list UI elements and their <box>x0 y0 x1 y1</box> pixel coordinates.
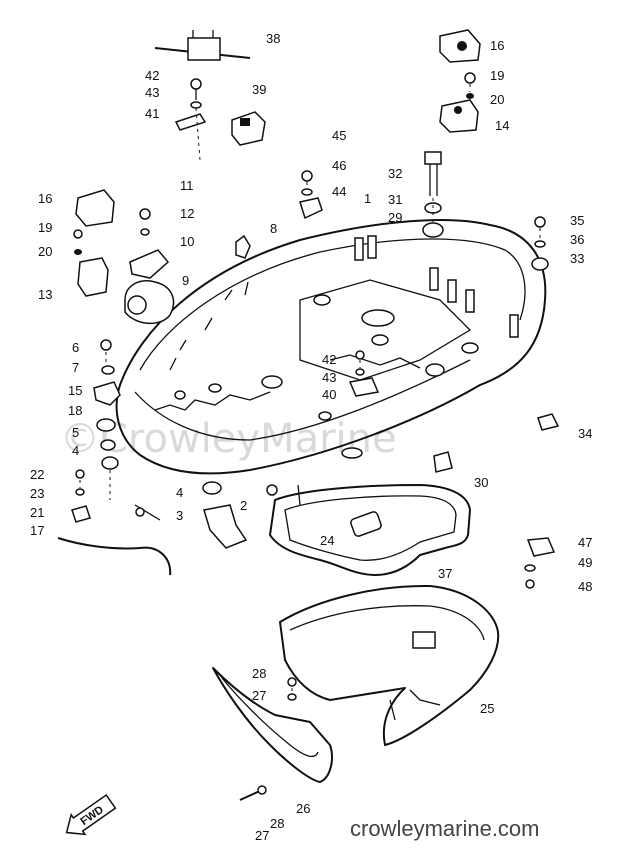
label-25: 25 <box>480 701 494 716</box>
label-14: 14 <box>495 118 509 133</box>
label-16b: 16 <box>38 191 52 206</box>
label-7: 7 <box>72 360 79 375</box>
label-19: 19 <box>490 68 504 83</box>
lower-cowling <box>212 584 500 783</box>
label-20: 20 <box>490 92 504 107</box>
label-6: 6 <box>72 340 79 355</box>
label-20b: 20 <box>38 244 52 259</box>
cowl-rib <box>367 235 377 259</box>
cowl-rib <box>465 289 475 313</box>
label-33: 33 <box>570 251 584 266</box>
label-46: 46 <box>332 158 346 173</box>
label-40: 40 <box>322 387 336 402</box>
label-27: 27 <box>252 688 266 703</box>
label-44: 44 <box>332 184 346 199</box>
label-2: 2 <box>240 498 247 513</box>
label-32: 32 <box>388 166 402 181</box>
label-49: 49 <box>578 555 592 570</box>
label-26: 26 <box>296 801 310 816</box>
label-29: 29 <box>388 210 402 225</box>
label-15: 15 <box>68 383 82 398</box>
label-3: 3 <box>176 508 183 523</box>
label-18: 18 <box>68 403 82 418</box>
label-42b: 42 <box>322 352 336 367</box>
label-22: 22 <box>30 467 44 482</box>
label-45: 45 <box>332 128 346 143</box>
label-30: 30 <box>474 475 488 490</box>
label-17: 17 <box>30 523 44 538</box>
label-48: 48 <box>578 579 592 594</box>
label-4b: 4 <box>176 485 183 500</box>
label-12: 12 <box>180 206 194 221</box>
label-41: 41 <box>145 106 159 121</box>
label-42: 42 <box>145 68 159 83</box>
label-35: 35 <box>570 213 584 228</box>
part-labels: 38 42 43 41 39 16 19 20 14 45 46 44 1 32… <box>30 31 592 843</box>
cowl-rib <box>447 279 457 303</box>
label-19b: 19 <box>38 220 52 235</box>
label-39: 39 <box>252 82 266 97</box>
label-21: 21 <box>30 505 44 520</box>
label-38: 38 <box>266 31 280 46</box>
label-24: 24 <box>320 533 334 548</box>
label-9: 9 <box>182 273 189 288</box>
part-38 <box>187 37 221 61</box>
fwd-arrow-icon: FWD <box>65 793 117 836</box>
hardware-parts <box>57 29 560 801</box>
bottom-cowling <box>115 219 547 475</box>
lower-seal-frame <box>269 484 471 576</box>
label-5: 5 <box>72 425 79 440</box>
label-43b: 43 <box>322 370 336 385</box>
label-1: 1 <box>364 191 371 206</box>
label-4: 4 <box>72 443 79 458</box>
label-34: 34 <box>578 426 592 441</box>
site-url: crowleymarine.com <box>350 816 540 841</box>
cowl-rib <box>429 267 439 291</box>
label-47: 47 <box>578 535 592 550</box>
label-23: 23 <box>30 486 44 501</box>
label-37: 37 <box>438 566 452 581</box>
cowl-rib <box>354 237 364 261</box>
label-36: 36 <box>570 232 584 247</box>
label-16: 16 <box>490 38 504 53</box>
label-13: 13 <box>38 287 52 302</box>
label-27b: 27 <box>255 828 269 843</box>
label-11: 11 <box>180 178 194 193</box>
label-43: 43 <box>145 85 159 100</box>
label-28b: 28 <box>270 816 284 831</box>
label-31: 31 <box>388 192 402 207</box>
label-8: 8 <box>270 221 277 236</box>
label-28: 28 <box>252 666 266 681</box>
cowl-rib <box>509 314 519 338</box>
label-10: 10 <box>180 234 194 249</box>
